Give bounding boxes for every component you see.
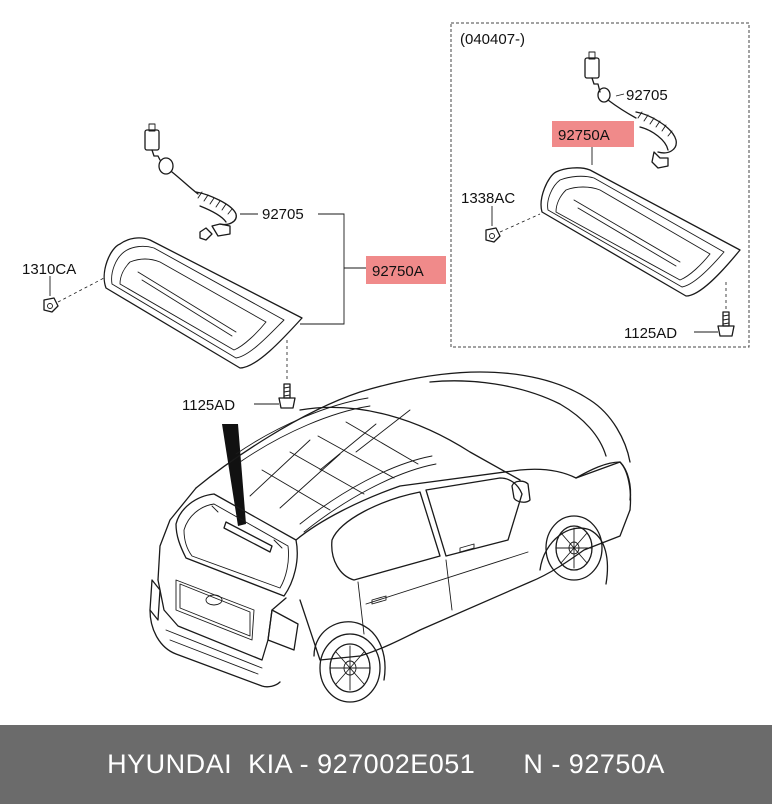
vehicle-illustration [149, 371, 632, 703]
variant-box: (040407-) [450, 22, 750, 348]
right-stop-lamp [540, 167, 741, 297]
left-lamp-highlight [366, 256, 446, 284]
right-wire-harness [584, 51, 677, 169]
part-number-footer: HYUNDAI KIA - 927002E051 N - 92750A [0, 725, 772, 804]
left-wire-harness [144, 123, 237, 241]
right-nut [485, 206, 541, 243]
left-harness-label: 92705 [262, 206, 304, 223]
left-lamp-label: 92750A [372, 263, 424, 280]
left-nut-label: 1310CA [22, 261, 76, 278]
right-lamp-label: 92750A [558, 127, 610, 144]
left-nut [43, 276, 105, 313]
left-screw-label: 1125AD [182, 397, 235, 414]
parts-diagram: (040407-) 92705 92750A 133 [22, 22, 750, 703]
footer-spacer [475, 749, 523, 780]
right-nut-label: 1338AC [461, 190, 515, 207]
footer-reference-number: N - 92750A [523, 749, 665, 779]
left-screw [254, 340, 296, 409]
footer-brand-part-number: HYUNDAI KIA - 927002E051 [107, 749, 476, 779]
right-lamp-highlight [552, 121, 634, 147]
location-pointer [222, 424, 246, 526]
right-screw [694, 282, 735, 337]
left-lamp-bracket [300, 213, 345, 325]
left-stop-lamp [103, 237, 303, 369]
right-harness-label: 92705 [626, 87, 668, 104]
right-screw-label: 1125AD [624, 325, 677, 342]
variant-box-label: (040407-) [460, 31, 525, 48]
